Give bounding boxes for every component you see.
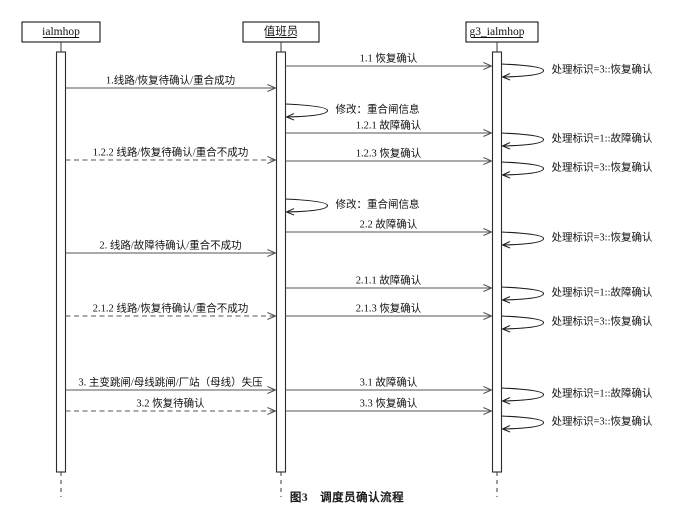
lifeline-header-ialmhop[interactable]: ialmhop: [21, 21, 101, 52]
self-call-arc: [501, 132, 545, 146]
activation-bar-ialmhop: [55, 51, 67, 473]
self-call-label: 处理标识=3::恢复确认: [552, 63, 654, 76]
message-label: 1.1 恢复确认: [360, 52, 418, 65]
message-2[interactable]: 2. 线路/故障待确认/重合不成功: [65, 239, 276, 254]
message-label: 2.1.2 线路/恢复待确认/重合不成功: [93, 302, 248, 315]
message-label: 3.2 恢复待确认: [136, 397, 205, 410]
self-call-label: 处理标识=3::恢复确认: [552, 315, 654, 328]
message-label: 2.1.3 恢复确认: [356, 302, 422, 315]
message-1.1[interactable]: 1.1 恢复确认: [285, 52, 492, 67]
message-label: 3. 主变跳闸/母线跳闸/厂站（母线）失压: [78, 376, 263, 389]
lifeline-header-g3_ialmhop[interactable]: g3_ialmhop: [465, 21, 539, 52]
self-call-arc: [501, 161, 545, 175]
self-calls: 处理标识=3::恢复确认修改：重合闸信息处理标识=1::故障确认处理标识=3::…: [285, 63, 654, 430]
self-call-label: 修改：重合闸信息: [336, 103, 420, 116]
self-call-arc: [285, 198, 329, 212]
self-call-arc: [501, 415, 545, 429]
message-2.1.1[interactable]: 2.1.1 故障确认: [285, 274, 492, 289]
figure-caption: 图3 调度员确认流程: [289, 492, 405, 504]
self-call-g3_ialmhop-9[interactable]: 处理标识=3::恢复确认: [501, 415, 654, 430]
message-label: 2. 线路/故障待确认/重合不成功: [99, 239, 241, 252]
self-call-dutyofficer-1[interactable]: 修改：重合闸信息: [285, 103, 420, 118]
self-call-arc: [501, 286, 545, 300]
self-call-g3_ialmhop-0[interactable]: 处理标识=3::恢复确认: [501, 63, 654, 78]
self-call-label: 处理标识=3::恢复确认: [552, 161, 654, 174]
self-call-label: 修改：重合闸信息: [336, 198, 420, 211]
message-3.2[interactable]: 3.2 恢复待确认: [65, 397, 276, 412]
lifeline-label: 值班员: [264, 25, 299, 38]
lifeline-headers: ialmhop 值班员 g3_ialmhop: [21, 21, 539, 52]
self-call-g3_ialmhop-7[interactable]: 处理标识=3::恢复确认: [501, 315, 654, 330]
self-call-g3_ialmhop-6[interactable]: 处理标识=1::故障确认: [501, 286, 654, 301]
message-2.1.2[interactable]: 2.1.2 线路/恢复待确认/重合不成功: [65, 302, 276, 317]
self-call-arc: [501, 387, 545, 401]
message-label: 1.线路/恢复待确认/重合成功: [106, 74, 235, 87]
self-call-arc: [501, 315, 545, 329]
message-3.3[interactable]: 3.3 恢复确认: [285, 397, 492, 412]
lifeline-label: g3_ialmhop: [470, 26, 525, 38]
message-3[interactable]: 3. 主变跳闸/母线跳闸/厂站（母线）失压: [65, 376, 276, 391]
self-call-g3_ialmhop-8[interactable]: 处理标识=1::故障确认: [501, 387, 654, 402]
self-call-arc: [501, 63, 545, 77]
self-call-g3_ialmhop-3[interactable]: 处理标识=3::恢复确认: [501, 161, 654, 176]
activation-bars: [55, 51, 503, 473]
lifeline-label: ialmhop: [42, 26, 80, 38]
self-call-label: 处理标识=3::恢复确认: [552, 415, 654, 428]
message-label: 3.1 故障确认: [360, 376, 418, 389]
message-label: 2.1.1 故障确认: [356, 274, 422, 287]
self-call-arc: [501, 231, 545, 245]
self-call-label: 处理标识=1::故障确认: [552, 387, 654, 400]
message-label: 3.3 恢复确认: [360, 397, 418, 410]
self-call-g3_ialmhop-5[interactable]: 处理标识=3::恢复确认: [501, 231, 654, 246]
message-2.1.3[interactable]: 2.1.3 恢复确认: [285, 302, 492, 317]
message-2.2[interactable]: 2.2 故障确认: [285, 218, 492, 233]
message-1.2.1[interactable]: 1.2.1 故障确认: [285, 119, 492, 134]
message-3.1[interactable]: 3.1 故障确认: [285, 376, 492, 391]
message-label: 2.2 故障确认: [360, 218, 418, 231]
message-1.2.3[interactable]: 1.2.3 恢复确认: [285, 147, 492, 162]
self-call-label: 处理标识=1::故障确认: [552, 286, 654, 299]
self-call-arc: [285, 103, 329, 117]
self-call-label: 处理标识=3::恢复确认: [552, 231, 654, 244]
message-label: 1.2.3 恢复确认: [356, 147, 422, 160]
message-label: 1.2.1 故障确认: [356, 119, 422, 132]
message-1[interactable]: 1.线路/恢复待确认/重合成功: [65, 74, 276, 89]
message-label: 1.2.2 线路/恢复待确认/重合不成功: [93, 146, 248, 159]
message-1.2.2[interactable]: 1.2.2 线路/恢复待确认/重合不成功: [65, 146, 276, 161]
self-call-label: 处理标识=1::故障确认: [552, 132, 654, 145]
activation-bar-g3_ialmhop: [491, 51, 503, 473]
self-call-dutyofficer-4[interactable]: 修改：重合闸信息: [285, 198, 420, 213]
activation-bar-dutyofficer: [275, 51, 287, 473]
messages: 1.1 恢复确认 1.线路/恢复待确认/重合成功 1.2.1 故障确认 1.2.3 恢…: [65, 52, 492, 412]
lifeline-header-dutyofficer[interactable]: 值班员: [242, 21, 320, 52]
self-call-g3_ialmhop-2[interactable]: 处理标识=1::故障确认: [501, 132, 654, 147]
